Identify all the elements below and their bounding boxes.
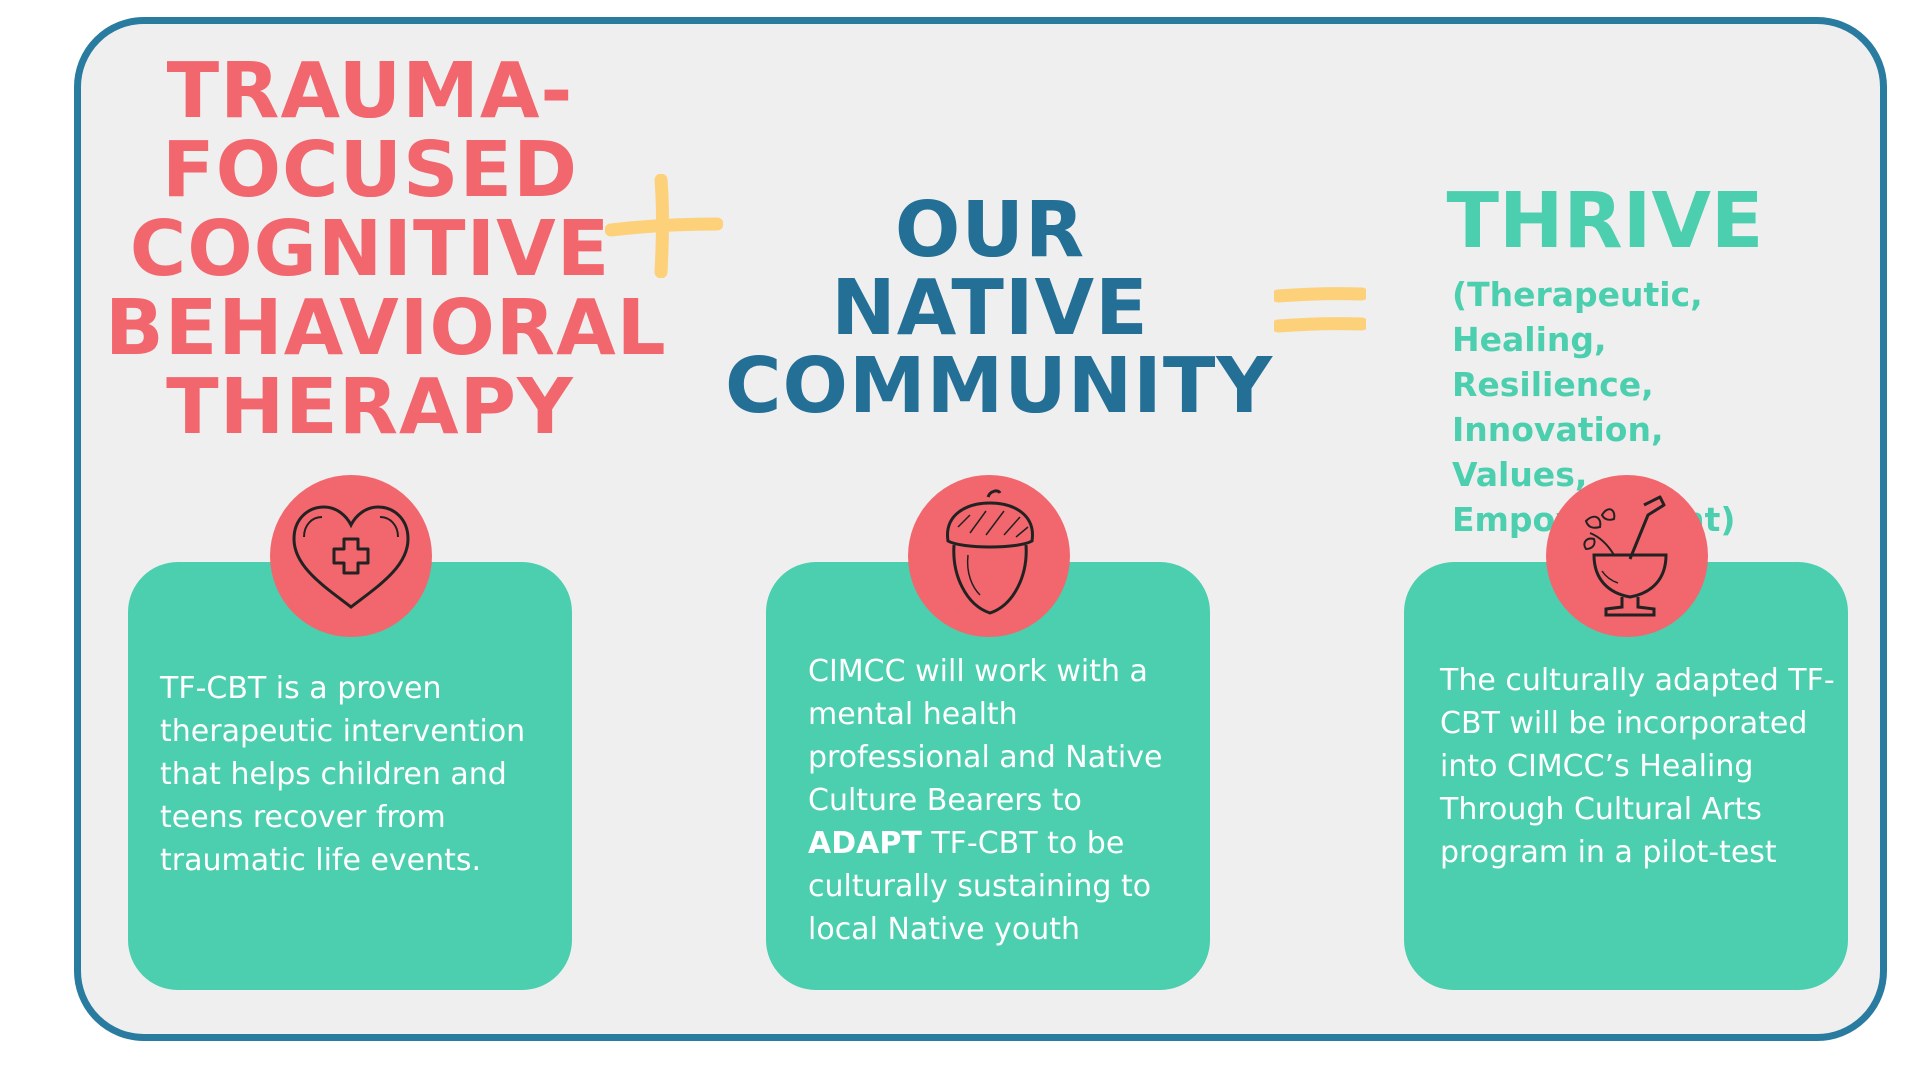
- equals-sign-icon: [1274, 287, 1366, 333]
- tfcbt-title-line-5: THERAPY: [166, 363, 574, 452]
- tfcbt-card-text: TF-CBT is a proven therapeutic intervent…: [160, 671, 526, 878]
- native-card-text-part-2: TF-CBT to be culturally sustaining to lo…: [808, 826, 1152, 947]
- native-community-title-line-1: OUR NATIVE: [831, 186, 1149, 353]
- acorn-icon: [946, 489, 1034, 615]
- acorn-badge: [908, 475, 1070, 637]
- mortar-badge: [1546, 475, 1708, 637]
- heart-with-medical-cross-icon: [292, 505, 410, 609]
- tfcbt-title-line-4: BEHAVIORAL: [105, 284, 667, 373]
- native-community-card: CIMCC will work with a mental health pro…: [766, 562, 1210, 990]
- tfcbt-title-line-3: COGNITIVE: [129, 205, 611, 294]
- thrive-title: THRIVE: [1446, 177, 1764, 266]
- native-community-title: OUR NATIVE COMMUNITY: [725, 186, 1274, 431]
- native-community-title-line-2: COMMUNITY: [725, 342, 1274, 431]
- tfcbt-title: TRAUMA- FOCUSED COGNITIVE BEHAVIORAL THE…: [105, 47, 667, 452]
- native-community-card-text: CIMCC will work with a mental health pro…: [808, 650, 1188, 951]
- thrive-acronym-line-2: Healing, Resilience,: [1452, 320, 1654, 404]
- adapt-emphasis: ADAPT: [808, 826, 922, 861]
- thrive-acronym-line-3: Innovation, Values,: [1452, 410, 1664, 494]
- native-card-text-part-1: CIMCC will work with a mental health pro…: [808, 654, 1163, 818]
- plus-sign-icon: [605, 174, 723, 278]
- tfcbt-title-line-2: FOCUSED: [161, 126, 579, 215]
- mortar-and-pestle-herbs-icon: [1583, 495, 1668, 617]
- heart-badge: [270, 475, 432, 637]
- thrive-acronym-line-1: (Therapeutic,: [1452, 275, 1703, 314]
- thrive-card-text: The culturally adapted TF-CBT will be in…: [1440, 663, 1835, 870]
- tfcbt-title-line-1: TRAUMA-: [166, 47, 574, 136]
